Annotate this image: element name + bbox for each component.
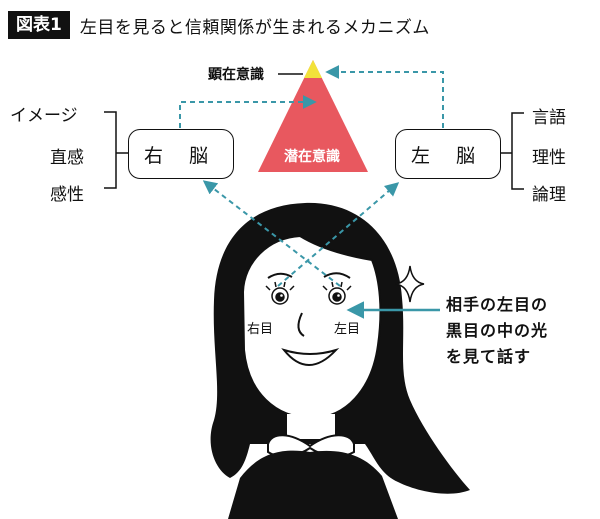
note-line-2: 黒目の中の光: [446, 321, 549, 340]
right-brain-item-intuition: 直感: [50, 148, 84, 168]
note-line-1: 相手の左目の: [446, 295, 549, 314]
left-eyebrow: [323, 272, 351, 279]
left-brain-to-apex-arrow: [325, 65, 444, 128]
conscious-label: 顕在意識: [208, 67, 264, 83]
left-brain-item-logic: 論理: [532, 185, 566, 205]
left-eye-to-right-brain-arrow: [202, 180, 341, 287]
figure-badge: 図表1: [8, 11, 70, 39]
left-brain-box: 左 脳: [395, 129, 501, 179]
right-eye-to-left-brain-arrow: [277, 182, 400, 287]
subconscious-pyramid: [258, 60, 368, 172]
left-brain-item-language: 言語: [532, 108, 566, 128]
left-eye: [322, 281, 352, 305]
left-brain-bracket: [500, 112, 524, 190]
subconscious-label: 潜在意識: [284, 149, 340, 165]
note-line-3: を見て話す: [446, 347, 532, 366]
neck: [285, 414, 337, 441]
right-brain-bracket: [104, 111, 128, 189]
right-brain-box: 右 脳: [128, 129, 234, 179]
sparkle-icon: [395, 265, 425, 303]
right-eyebrow: [267, 272, 293, 279]
face: [241, 234, 382, 420]
gaze-note: 相手の左目の 黒目の中の光 を見て話す: [446, 292, 548, 370]
mouth: [281, 347, 340, 366]
figure-header: 図表1 左目を見ると信頼関係が生まれるメカニズム: [8, 10, 430, 40]
body: [228, 450, 398, 519]
left-eye-label: 左目: [334, 322, 361, 337]
right-eye-label: 右目: [247, 322, 274, 337]
figure-title: 左目を見ると信頼関係が生まれるメカニズム: [79, 17, 430, 38]
right-brain-item-image: イメージ: [10, 106, 78, 126]
right-eye: [265, 281, 295, 305]
nose: [297, 312, 305, 337]
left-brain-item-reason: 理性: [532, 148, 566, 168]
conscious-apex: [304, 60, 322, 78]
right-brain-item-sensibility: 感性: [50, 185, 84, 205]
